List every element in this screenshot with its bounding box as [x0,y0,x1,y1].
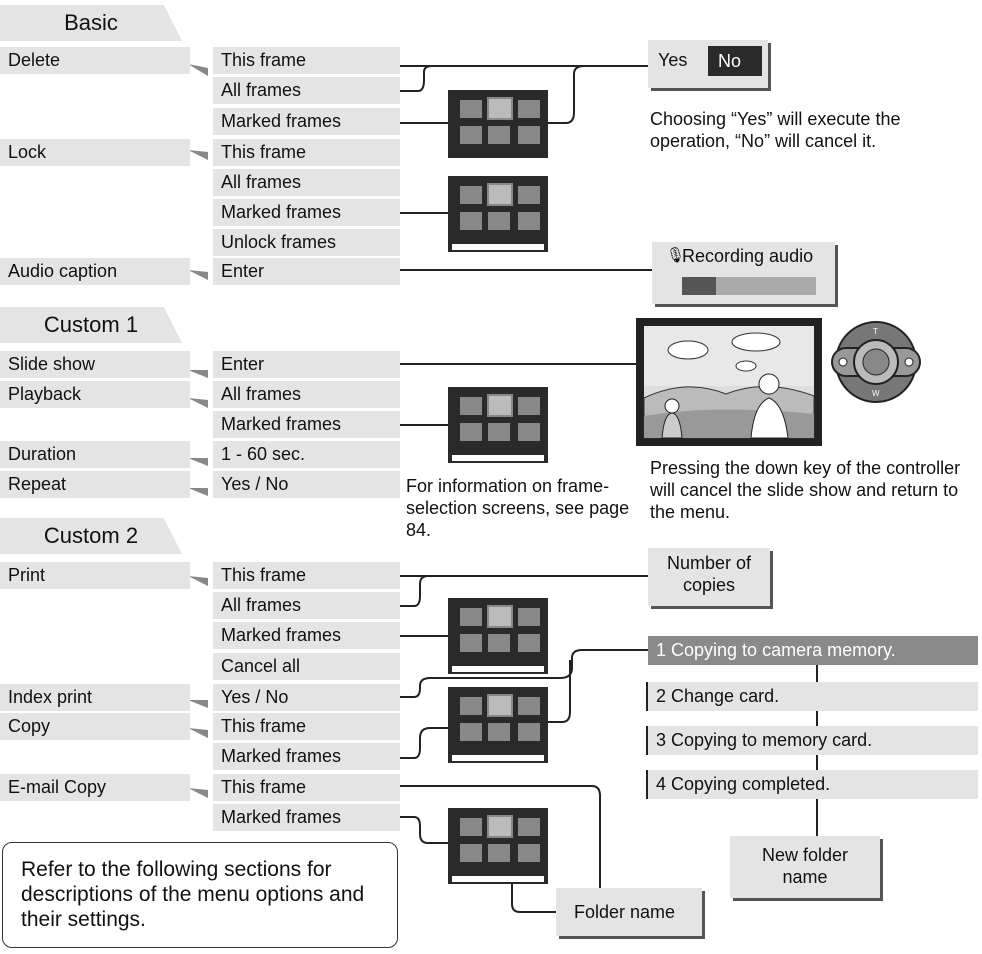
audio-recording-label: Recording audio [682,246,814,266]
option-delete-marked-frames[interactable]: Marked frames [213,108,400,135]
option-lock-this-frame[interactable]: This frame [213,139,400,166]
option-print-all-frames[interactable]: All frames [213,592,400,619]
option-unlock-frames[interactable]: Unlock frames [213,229,400,256]
option-print-cancel-all[interactable]: Cancel all [213,653,400,680]
menu-email-copy[interactable]: E-mail Copy [0,774,190,801]
option-slideshow-enter[interactable]: Enter [213,351,400,378]
menu-duration[interactable]: Duration [0,441,190,468]
menu-audio-caption[interactable]: Audio caption [0,258,190,285]
option-print-this-frame[interactable]: This frame [213,562,400,589]
refer-note: Refer to the following sections for desc… [2,842,398,948]
slideshow-note: Pressing the down key of the controller … [650,458,961,522]
audio-progress-bar [682,277,816,295]
new-folder-name-box[interactable]: New folder name [730,836,880,898]
option-duration[interactable]: 1 - 60 sec. [213,441,400,468]
audio-progress-fill [682,277,716,295]
menu-playback[interactable]: Playback [0,381,190,408]
copy-step-2: 2 Change card. [648,682,978,711]
option-copy-this-frame[interactable]: This frame [213,713,400,740]
confirm-no[interactable]: No [708,46,762,76]
copy-step-3: 3 Copying to memory card. [648,726,978,755]
option-lock-all-frames[interactable]: All frames [213,169,400,196]
tab-custom2[interactable]: Custom 2 [0,518,182,554]
option-playback-marked-frames[interactable]: Marked frames [213,411,400,438]
folder-name-box[interactable]: Folder name [556,888,702,936]
menu-lock[interactable]: Lock [0,139,190,166]
option-email-marked-frames[interactable]: Marked frames [213,804,400,831]
option-repeat[interactable]: Yes / No [213,471,400,498]
menu-slide-show[interactable]: Slide show [0,351,190,378]
option-lock-marked-frames[interactable]: Marked frames [213,199,400,226]
confirm-yes[interactable]: Yes [658,50,688,70]
copy-step-4: 4 Copying completed. [648,770,978,799]
menu-repeat[interactable]: Repeat [0,471,190,498]
option-copy-marked-frames[interactable]: Marked frames [213,743,400,770]
slideshow-image [636,318,822,446]
controller-icon: T W [831,321,921,403]
frame-selection-note: For information on frame-selection scree… [406,476,630,540]
microphone-icon: 🎙 [666,247,686,264]
option-delete-all-frames[interactable]: All frames [213,77,400,104]
option-delete-this-frame[interactable]: This frame [213,47,400,74]
tab-basic[interactable]: Basic [0,5,182,41]
tab-custom1[interactable]: Custom 1 [0,307,182,343]
option-email-this-frame[interactable]: This frame [213,774,400,801]
option-playback-all-frames[interactable]: All frames [213,381,400,408]
option-audio-enter[interactable]: Enter [213,258,400,285]
copy-step-1: 1 Copying to camera memory. [648,636,978,665]
confirm-dialog: Yes No [648,40,768,88]
controller-top-label: T [873,327,878,336]
menu-index-print[interactable]: Index print [0,684,190,711]
controller-bottom-label: W [872,389,880,398]
number-of-copies-box[interactable]: Number of copies [648,548,770,606]
confirm-note: Choosing “Yes” will execute the operatio… [650,109,901,151]
menu-delete[interactable]: Delete [0,47,190,74]
menu-print[interactable]: Print [0,562,190,589]
option-print-marked-frames[interactable]: Marked frames [213,622,400,649]
menu-copy[interactable]: Copy [0,713,190,740]
option-index-print[interactable]: Yes / No [213,684,400,711]
audio-recording-panel: 🎙 Recording audio [652,242,835,304]
